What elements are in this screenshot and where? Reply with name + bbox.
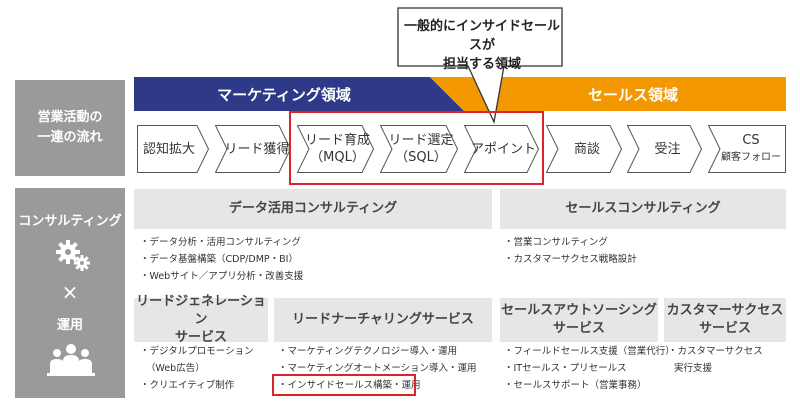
list-item: ・セールスサポート（営業事務） [504, 380, 647, 391]
inside-sales-domain-highlight [289, 111, 544, 185]
callout-line1: 一般的にインサイドセールスが [403, 19, 560, 53]
service-title-line1: リードジェネレーション [136, 294, 266, 327]
lead-nurturing-list: ・マーケティングテクノロジー導入・運用 ・マーケティングオートメーション導入・運… [278, 343, 477, 394]
list-item: ・ITセールス・プリセールス [504, 363, 627, 374]
lead-generation-service-box: リードジェネレーション サービス [134, 294, 268, 345]
callout-bubble [397, 7, 563, 125]
inside-sales-item-highlight [272, 374, 416, 396]
service-title-line1: カスタマーサクセス [666, 303, 784, 318]
sales-consulting-box: セールスコンサルティング [500, 189, 786, 229]
lead-generation-list: ・デジタルプロモーション （Web広告） ・クリエイティブ制作 [140, 343, 254, 394]
service-title-line2: サービス [698, 321, 751, 336]
callout-line2: 担当する領域 [442, 57, 521, 72]
list-item: （Web広告） [146, 363, 205, 374]
lead-nurturing-service-box: リードナーチャリングサービス [274, 298, 492, 342]
step-label: リード選定 [388, 133, 454, 148]
process-label-line2: 一連の流れ [37, 130, 103, 145]
gears-icon [56, 240, 90, 271]
people-icon [47, 344, 95, 376]
operation-label: 運用 [56, 318, 83, 333]
list-item: 実行支援 [674, 363, 713, 374]
data-consulting-list: ・データ分析・活用コンサルティング ・データ基盤構築（CDP/DMP・BI） ・… [140, 234, 303, 285]
data-consulting-box: データ活用コンサルティング [134, 189, 492, 229]
step-label: CS [742, 133, 760, 148]
process-step-order: 受注 [627, 125, 702, 173]
sales-outsourcing-list: ・フィールドセールス支援（営業代行） ・ITセールス・プリセールス ・セールスサ… [504, 343, 675, 394]
step-label: リード獲得 [224, 141, 290, 157]
process-step-awareness: 認知拡大 [137, 125, 209, 173]
step-label: リード育成 [304, 133, 370, 148]
process-step-lead-qualification: リード選定 （SQL） [380, 125, 458, 173]
step-label: 商談 [573, 141, 600, 157]
callout-text: 一般的にインサイドセールスが 担当する領域 [400, 17, 564, 74]
list-item: ・データ基盤構築（CDP/DMP・BI） [140, 254, 298, 265]
process-step-cs: CS 顧客フォロー [708, 125, 786, 173]
list-item: ・カスタマーサクセス戦略設計 [504, 254, 637, 265]
list-item: ・営業コンサルティング [504, 237, 608, 248]
step-label: 受注 [654, 141, 681, 157]
step-sublabel: （MQL） [310, 150, 365, 165]
process-step-negotiation: 商談 [546, 125, 622, 173]
list-item: ・フィールドセールス支援（営業代行） [504, 346, 675, 357]
list-item: ・デジタルプロモーション [140, 346, 254, 357]
process-step-lead-acquisition: リード獲得 [215, 125, 291, 173]
domain-banner-bg [134, 77, 786, 111]
service-title-line2: サービス [552, 321, 605, 336]
process-step-lead-nurturing: リード育成 （MQL） [297, 125, 374, 173]
service-category-panel: コンサルティング × 運用 [15, 188, 125, 398]
sales-consulting-list: ・営業コンサルティング ・カスタマーサクセス戦略設計 [504, 234, 637, 268]
marketing-domain-banner: マーケティング領域 [217, 85, 351, 104]
list-item: ・Webサイト／アプリ分析・改善支援 [140, 271, 304, 282]
list-item: ・クリエイティブ制作 [140, 380, 235, 391]
step-label: 認知拡大 [142, 141, 195, 157]
process-category-panel: 営業活動の 一連の流れ [15, 80, 125, 176]
customer-success-list: ・カスタマーサクセス 実行支援 [668, 343, 763, 377]
service-title-line2: サービス [174, 330, 227, 345]
sales-domain-banner: セールス領域 [587, 85, 678, 104]
sales-outsourcing-service-box: セールスアウトソーシング サービス [500, 298, 658, 342]
process-category-label: 営業活動の 一連の流れ [37, 108, 102, 148]
service-title-line1: セールスアウトソーシング [501, 303, 657, 318]
list-item: ・カスタマーサクセス [668, 346, 763, 357]
step-sublabel: （SQL） [395, 150, 447, 165]
consulting-label: コンサルティング [18, 214, 122, 229]
times-symbol: × [61, 280, 79, 304]
list-item: ・マーケティングテクノロジー導入・運用 [278, 346, 458, 357]
customer-success-service-box: カスタマーサクセス サービス [664, 298, 786, 342]
process-step-appointment: アポイント [464, 125, 539, 173]
list-item: ・マーケティングオートメーション導入・運用 [278, 363, 477, 374]
list-item: ・データ分析・活用コンサルティング [140, 237, 301, 248]
process-label-line1: 営業活動の [37, 110, 103, 125]
step-label: アポイント [470, 141, 536, 157]
list-item: ・インサイドセールス構築・運用 [278, 380, 421, 391]
step-sublabel: 顧客フォロー [721, 152, 781, 163]
